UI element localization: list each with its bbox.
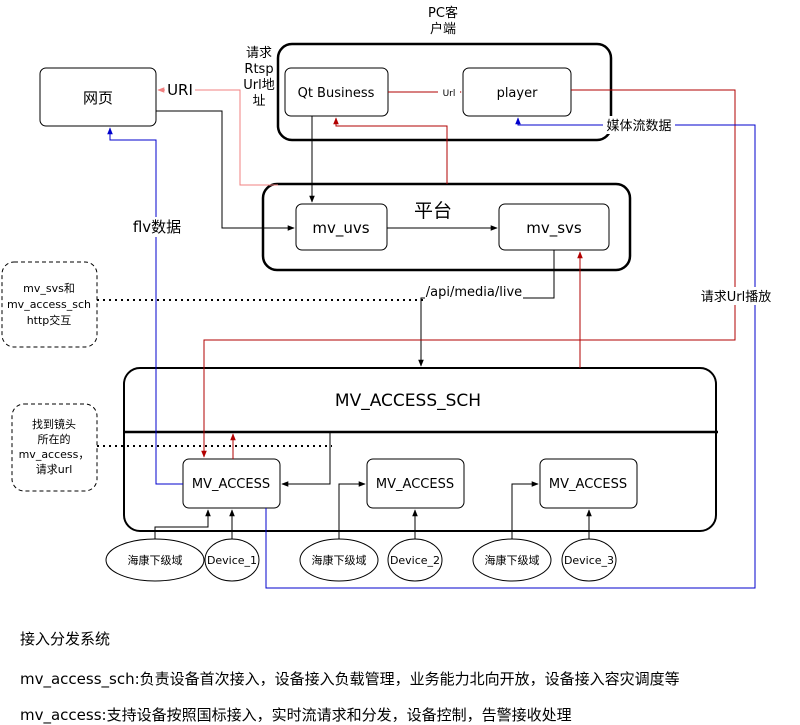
- note2-line1: 找到镜头: [32, 417, 76, 431]
- uri-label: URI: [167, 81, 193, 99]
- mv-access-1-label: MV_ACCESS: [192, 477, 270, 492]
- request-url-play-label: 请求Url播放: [701, 290, 771, 305]
- arrow-player-request-url: [201, 89, 736, 458]
- note2-line4: 请求url: [36, 463, 73, 476]
- arrow-svs-sch: [418, 250, 555, 367]
- note-find-access: [11, 403, 98, 492]
- note1-line2: mv_access_sch: [7, 298, 91, 311]
- player-node: [462, 67, 572, 117]
- request-rtsp-label-3: Url地: [243, 78, 274, 93]
- arrow-hik2-access2: [338, 481, 366, 539]
- flv-label-bg: [127, 217, 187, 237]
- pc-client-container: [276, 42, 613, 142]
- note2-line2: 所在的: [38, 432, 71, 446]
- arrow-webpage-uvs: [156, 110, 295, 231]
- webpage-label: 网页: [83, 89, 113, 107]
- api-path-label: /api/media/live: [426, 285, 522, 300]
- url-label-bg: [438, 86, 460, 99]
- request-rtsp-label-2: Rtsp: [244, 62, 273, 77]
- mv-access-3-node: [539, 458, 638, 509]
- uri-label-bg: [165, 80, 195, 98]
- arrow-sch-access1: [281, 432, 331, 487]
- media-stream-label: 媒体流数据: [606, 119, 671, 134]
- mv-access-3-label: MV_ACCESS: [549, 477, 627, 492]
- media-stream-label-bg: [603, 116, 675, 134]
- hikvision-1-label: 海康下级域: [128, 553, 183, 567]
- note2-line3: mv_access，: [19, 448, 90, 461]
- pc-client-title-2: 户端: [430, 21, 456, 37]
- hikvision-2-label: 海康下级域: [312, 553, 367, 567]
- mv-access-2-label: MV_ACCESS: [376, 477, 454, 492]
- url-label: Url: [443, 89, 456, 99]
- mv-svs-label: mv_svs: [526, 219, 582, 238]
- pc-client-title-1: PC客: [428, 5, 458, 21]
- note1-line3: http交互: [27, 313, 72, 327]
- api-label-bg: [425, 282, 523, 300]
- mv-access-sch-title: MV_ACCESS_SCH: [335, 391, 481, 411]
- description-access: mv_access:支持设备按照国标接入，实时流请求和分发，设备控制，告警接收处…: [20, 706, 572, 724]
- note1-line1: mv_svs和: [23, 282, 75, 295]
- arrow-hik1-access1: [154, 509, 211, 539]
- note-svs-http: [1, 261, 98, 348]
- request-rtsp-label-4: 址: [252, 94, 265, 109]
- mv-uvs-label: mv_uvs: [312, 219, 369, 238]
- description-sch: mv_access_sch:负责设备首次接入，设备接入负载管理，业务能力北向开放…: [20, 670, 680, 688]
- player-label: player: [497, 86, 539, 101]
- request-rtsp-label-1: 请求: [246, 46, 272, 61]
- device-2-label: Device_2: [390, 554, 440, 567]
- device-3-label: Device_3: [564, 554, 614, 567]
- arrow-hik3-access3: [511, 481, 539, 539]
- device-1-label: Device_1: [207, 554, 257, 567]
- mv-access-sch-container: [123, 367, 717, 532]
- webpage-node: [39, 67, 157, 127]
- qt-business-label: Qt Business: [298, 86, 375, 101]
- mv-uvs-node: [295, 203, 388, 251]
- hikvision-3-label: 海康下级域: [485, 553, 540, 567]
- flv-data-label: flv数据: [133, 218, 181, 236]
- description-heading: 接入分发系统: [20, 630, 111, 648]
- arrow-flv-data: [107, 127, 183, 485]
- platform-title: 平台: [414, 200, 452, 222]
- arrow-media-stream: [265, 117, 756, 589]
- mv-access-2-node: [366, 458, 465, 509]
- arrow-uri: [157, 87, 278, 186]
- request-url-play-bg: [697, 287, 775, 305]
- arrow-platform-qt: [333, 117, 448, 184]
